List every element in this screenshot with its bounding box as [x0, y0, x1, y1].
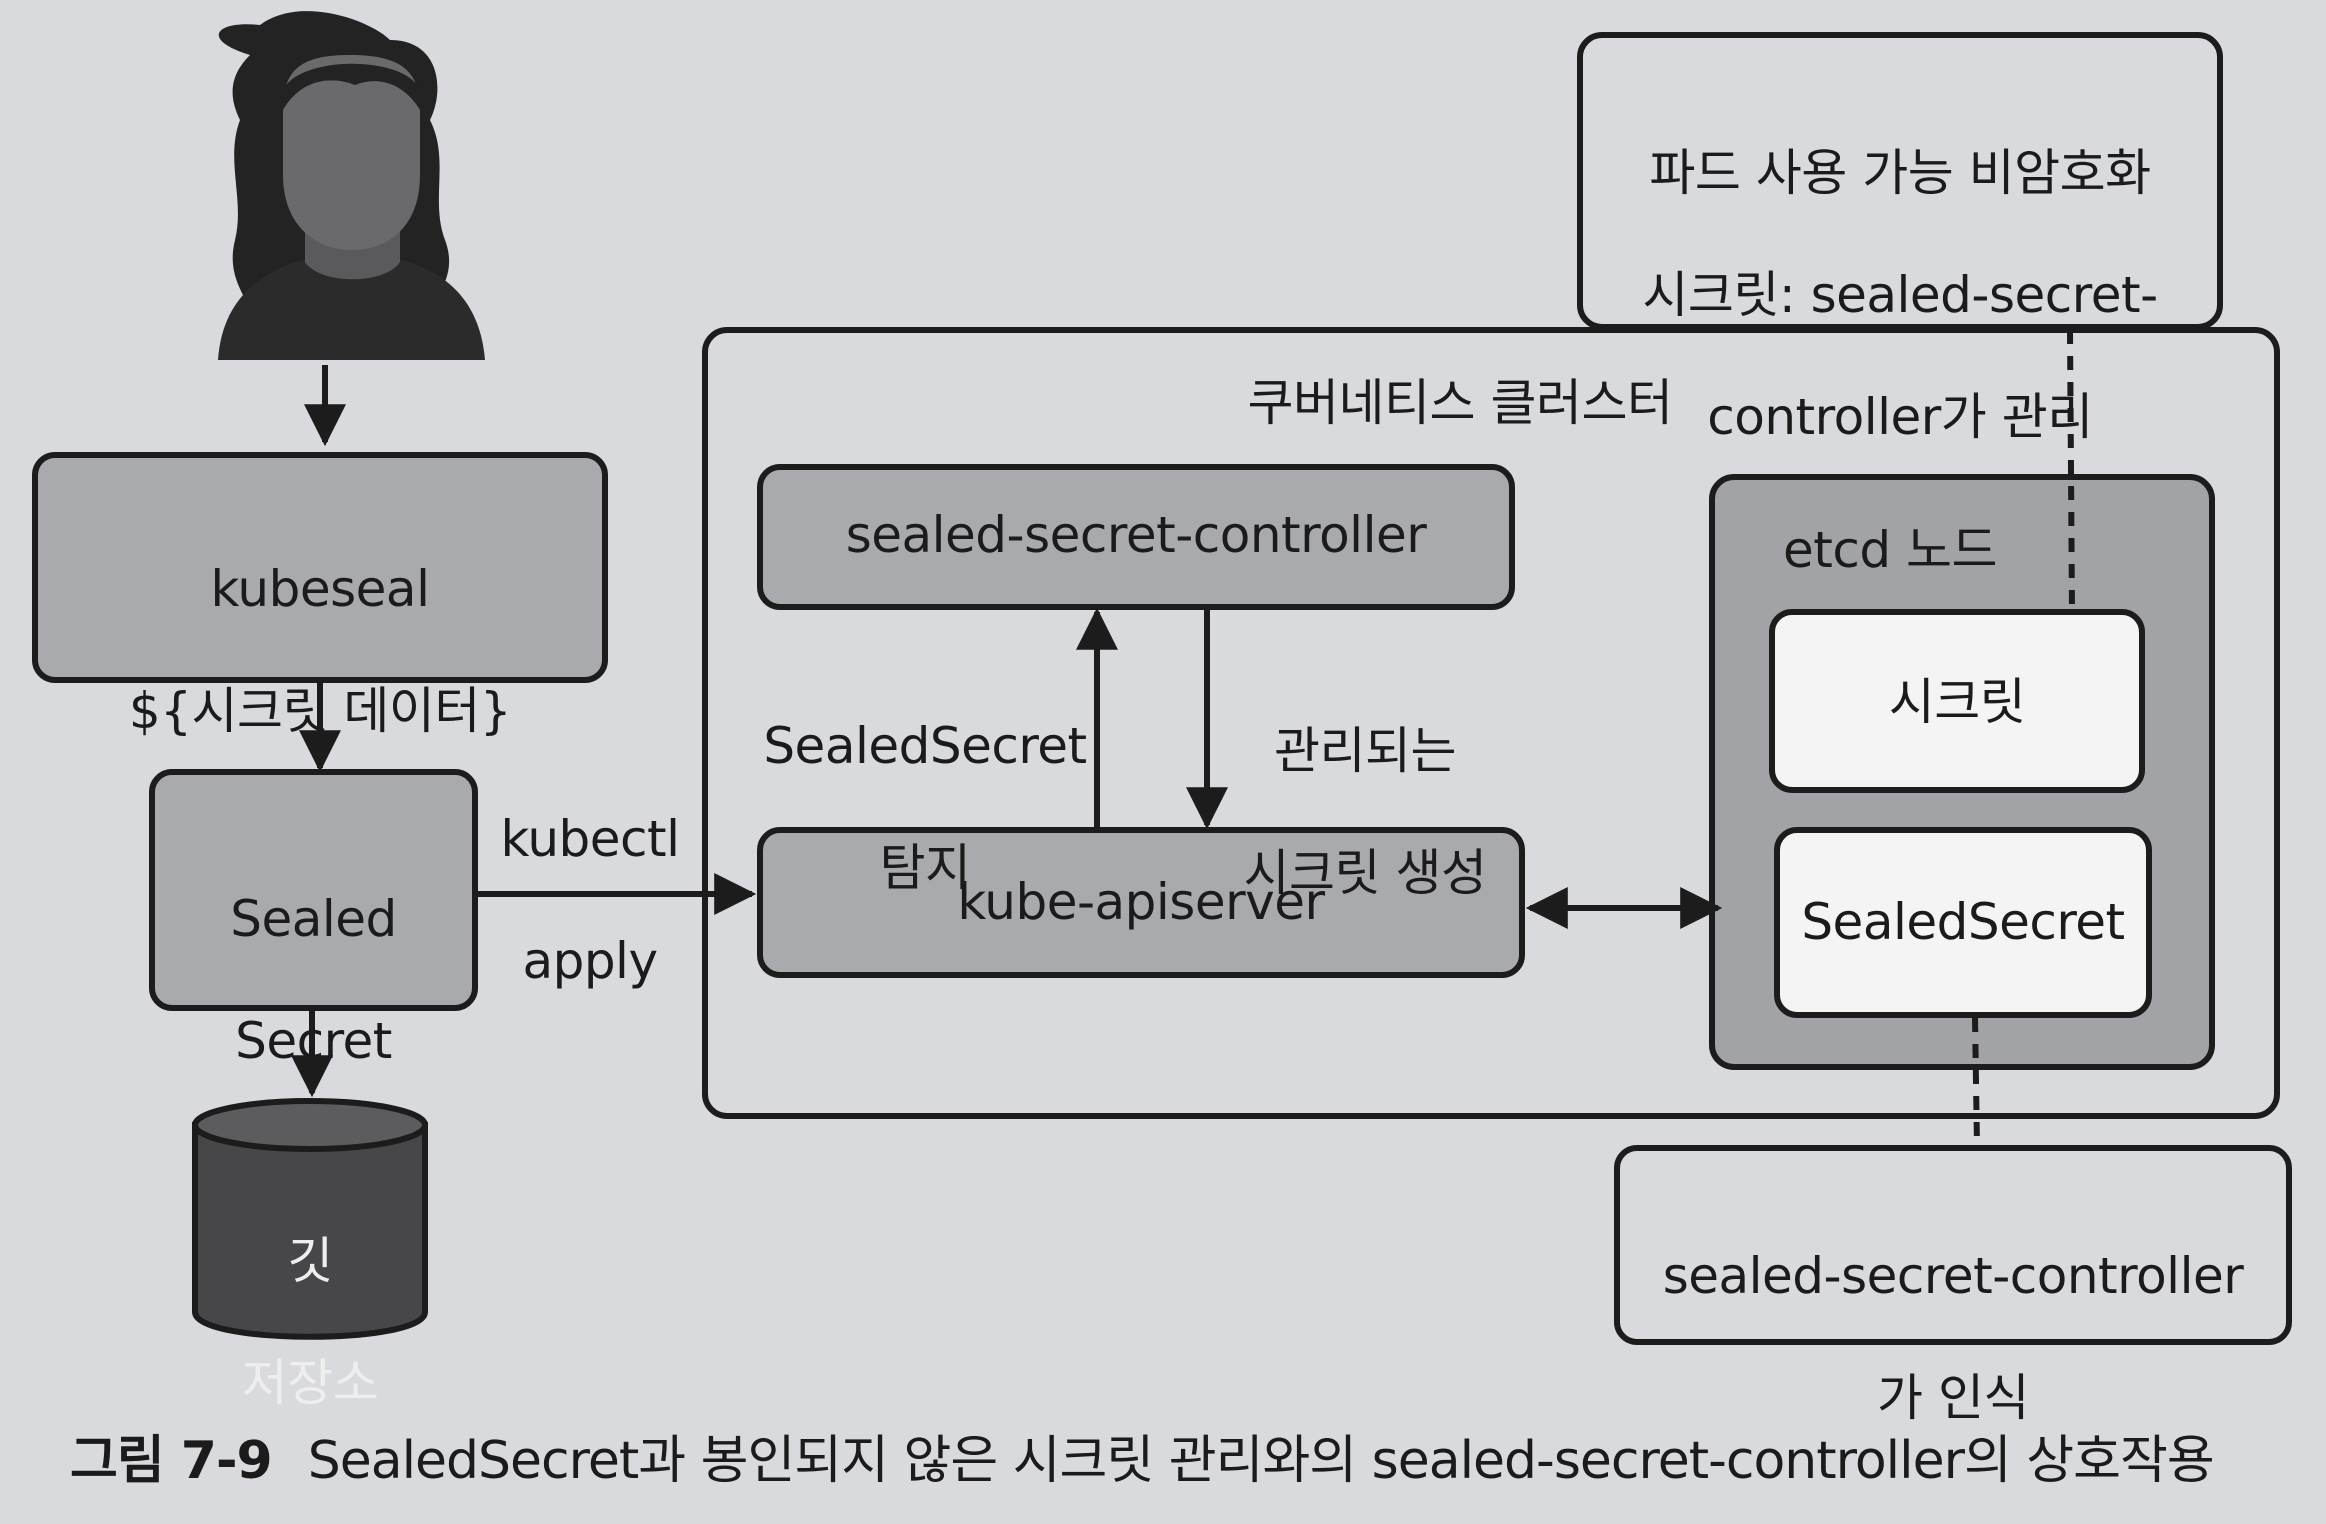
secret-box — [1769, 609, 2145, 793]
etcd-label: etcd 노드 — [1783, 521, 1998, 579]
apiserver-box — [757, 827, 1525, 978]
note-top-label: 파드 사용 가능 비암호화 시크릿: sealed-secret- contro… — [1642, 144, 2158, 446]
note-bottom-box — [1614, 1145, 2292, 1345]
figure-number: 그림 7-9 — [70, 1431, 273, 1491]
sealedsecret-store-box — [1774, 827, 2152, 1018]
user-avatar-icon — [218, 11, 485, 360]
kubeseal-box — [32, 452, 608, 683]
detect-label: SealedSecret 탐지 — [763, 717, 1087, 897]
git-repo-label: 깃 저장소 — [241, 1232, 379, 1412]
figure-caption: 그림 7-9 SealedSecret과 봉인되지 않은 시크릿 관리와의 sea… — [70, 1418, 2290, 1493]
secret-label: 시크릿 — [1888, 673, 2026, 731]
create-secret-label: 관리되는 시크릿 생성 — [1243, 722, 1487, 902]
kubernetes-cluster-box — [702, 327, 2280, 1119]
controller-box — [757, 464, 1515, 610]
dotted-connector-top — [2067, 329, 2075, 613]
sealedsecret-store-label: SealedSecret — [1801, 893, 2125, 951]
sealed-secret-box — [149, 769, 478, 1011]
apiserver-label: kube-apiserver — [957, 873, 1325, 931]
figure-caption-text: SealedSecret과 봉인되지 않은 시크릿 관리와의 sealed-se… — [307, 1431, 2215, 1491]
git-repo-cylinder — [192, 1098, 428, 1340]
dotted-connector-bottom — [1972, 1017, 1980, 1147]
kubeseal-label: kubeseal ${시크릿 데이터} — [128, 560, 512, 740]
note-top-box — [1577, 32, 2223, 330]
cluster-label: 쿠버네티스 클러스터 — [1247, 374, 1673, 432]
kubectl-apply-label: kubectl apply — [500, 810, 680, 990]
note-bottom-label: sealed-secret-controller 가 인식 — [1662, 1247, 2244, 1427]
controller-label: sealed-secret-controller — [845, 506, 1427, 564]
sealed-secret-label: Sealed Secret — [230, 890, 397, 1070]
